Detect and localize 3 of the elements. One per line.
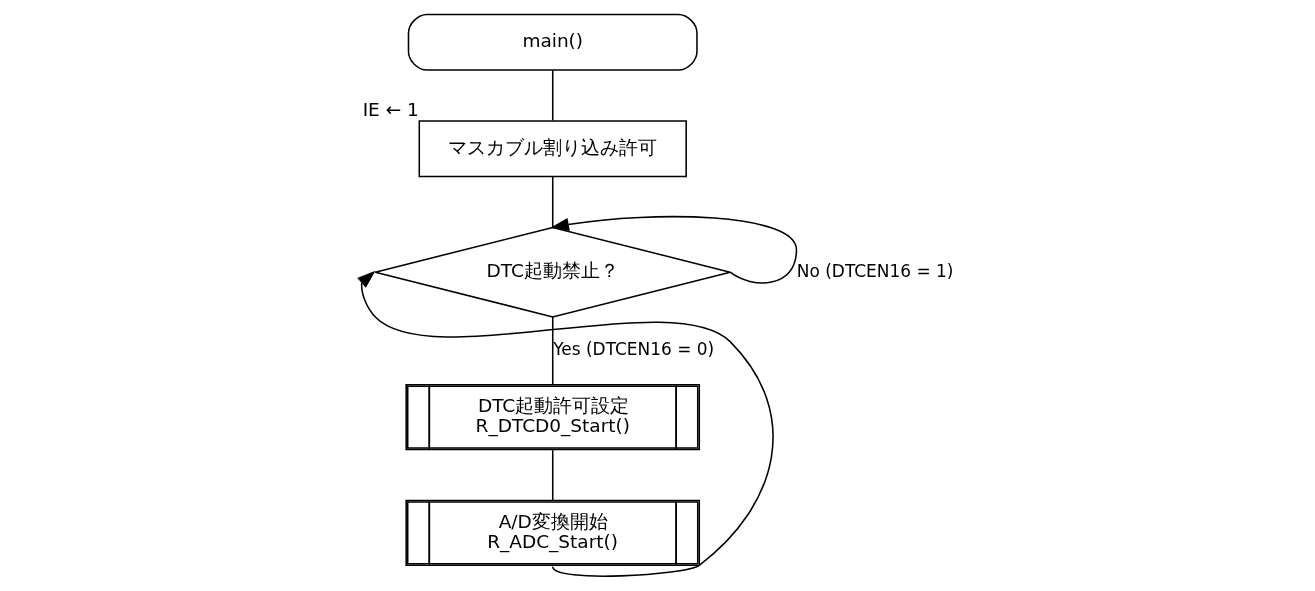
node-label: IE ← 1 — [362, 98, 419, 120]
edge-label: Yes (DTCEN16 = 0) — [553, 339, 715, 360]
edge-label: No (DTCEN16 = 1) — [796, 260, 954, 281]
